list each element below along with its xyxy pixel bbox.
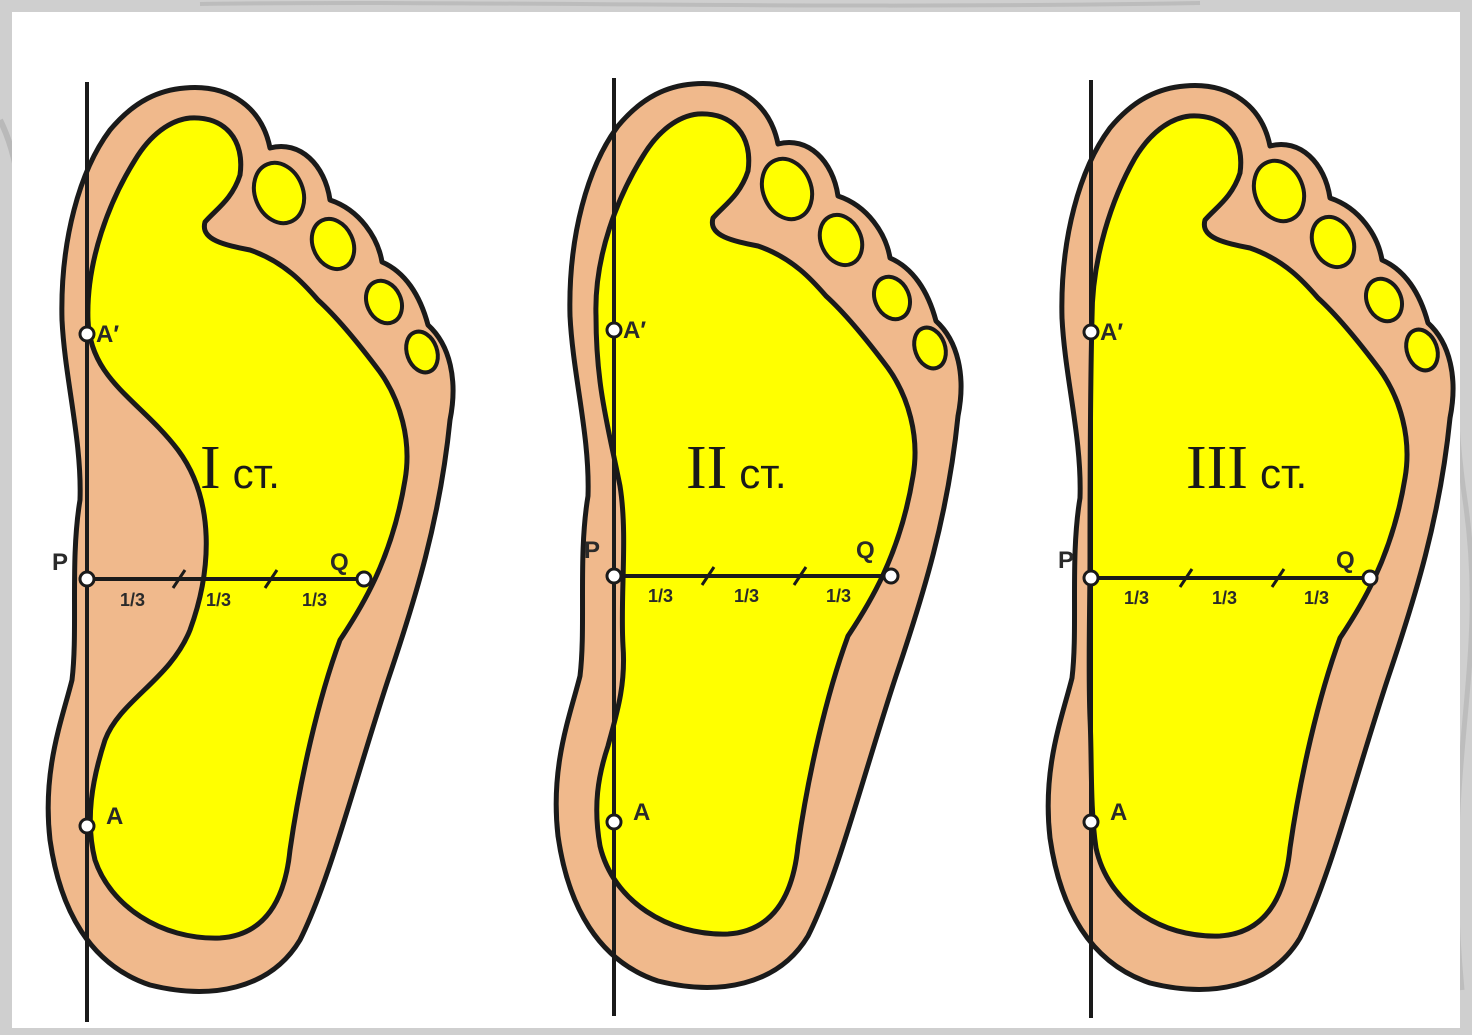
fraction-label: 1/3	[1124, 588, 1149, 608]
label-p-1: P	[52, 549, 68, 576]
label-a-2: A	[633, 799, 650, 826]
point-a-3	[1084, 815, 1098, 829]
label-a-prime-2: A′	[623, 317, 646, 344]
point-q-3	[1363, 571, 1377, 585]
point-p-1	[80, 572, 94, 586]
fraction-label: 1/3	[648, 586, 673, 606]
point-p-3	[1084, 571, 1098, 585]
point-p-2	[607, 569, 621, 583]
label-q-3: Q	[1336, 547, 1355, 574]
label-p-3: P	[1058, 547, 1074, 574]
label-a-prime-3: A′	[1100, 319, 1123, 346]
fraction-label: 1/3	[302, 590, 327, 610]
fraction-label: 1/3	[826, 586, 851, 606]
point-a-prime-1	[80, 327, 94, 341]
label-q-2: Q	[856, 537, 875, 564]
point-q-2	[884, 569, 898, 583]
label-q-1: Q	[330, 549, 349, 576]
fraction-label: 1/3	[1304, 588, 1329, 608]
fraction-label: 1/3	[1212, 588, 1237, 608]
point-a-prime-3	[1084, 325, 1098, 339]
label-a-prime-1: A′	[96, 321, 119, 348]
point-a-1	[80, 819, 94, 833]
label-a-1: A	[106, 803, 123, 830]
point-a-2	[607, 815, 621, 829]
fraction-label: 1/3	[206, 590, 231, 610]
label-a-3: A	[1110, 799, 1127, 826]
fraction-label: 1/3	[734, 586, 759, 606]
point-a-prime-2	[607, 323, 621, 337]
fraction-label: 1/3	[120, 590, 145, 610]
label-p-2: P	[584, 537, 600, 564]
point-q-1	[357, 572, 371, 586]
